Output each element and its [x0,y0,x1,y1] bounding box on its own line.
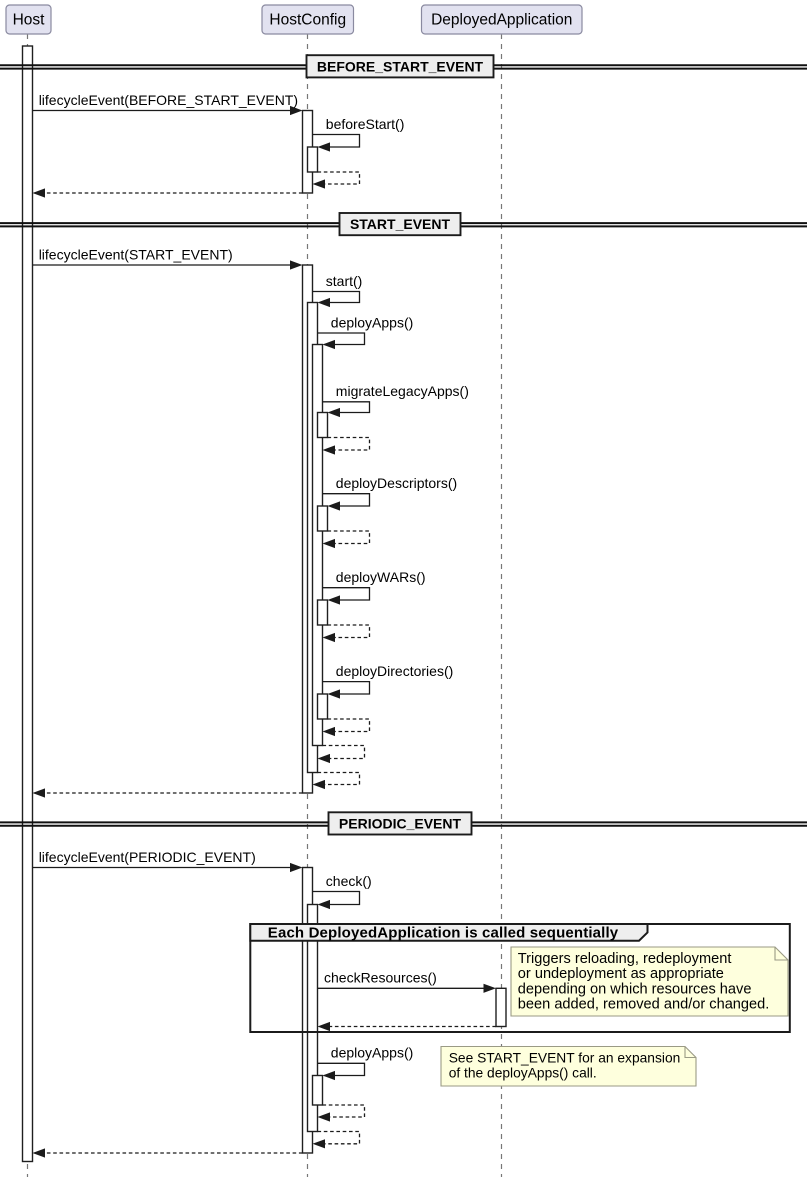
svg-text:deployDirectories(): deployDirectories() [336,663,453,679]
svg-text:BEFORE_START_EVENT: BEFORE_START_EVENT [317,58,484,74]
svg-text:DeployedApplication: DeployedApplication [431,12,572,29]
svg-text:START_EVENT: START_EVENT [350,216,451,232]
svg-text:or undeployment as appropriate: or undeployment as appropriate [518,966,724,982]
svg-text:PERIODIC_EVENT: PERIODIC_EVENT [339,816,462,832]
svg-text:Each DeployedApplication is ca: Each DeployedApplication is called seque… [268,925,619,942]
svg-text:lifecycleEvent(START_EVENT): lifecycleEvent(START_EVENT) [39,246,233,262]
svg-text:of the deployApps() call.: of the deployApps() call. [449,1065,597,1080]
svg-text:migrateLegacyApps(): migrateLegacyApps() [336,383,469,399]
svg-text:start(): start() [326,273,363,289]
svg-text:been added, removed and/or cha: been added, removed and/or changed. [518,997,770,1013]
svg-text:checkResources(): checkResources() [324,970,437,986]
svg-text:depending on which resources h: depending on which resources have [518,981,752,997]
svg-text:Host: Host [13,12,46,29]
svg-text:See START_EVENT for an expansi: See START_EVENT for an expansion [449,1050,681,1065]
svg-text:deployApps(): deployApps() [331,1045,414,1061]
svg-text:deployWARs(): deployWARs() [336,569,426,585]
svg-text:check(): check() [326,873,372,889]
svg-text:lifecycleEvent(BEFORE_START_EV: lifecycleEvent(BEFORE_START_EVENT) [39,92,298,108]
svg-text:Triggers reloading, redeployme: Triggers reloading, redeployment [518,951,732,967]
svg-text:deployApps(): deployApps() [331,314,414,330]
svg-text:deployDescriptors(): deployDescriptors() [336,475,457,491]
svg-text:lifecycleEvent(PERIODIC_EVENT): lifecycleEvent(PERIODIC_EVENT) [39,849,256,865]
svg-text:beforeStart(): beforeStart() [326,116,405,132]
svg-text:HostConfig: HostConfig [269,12,346,29]
